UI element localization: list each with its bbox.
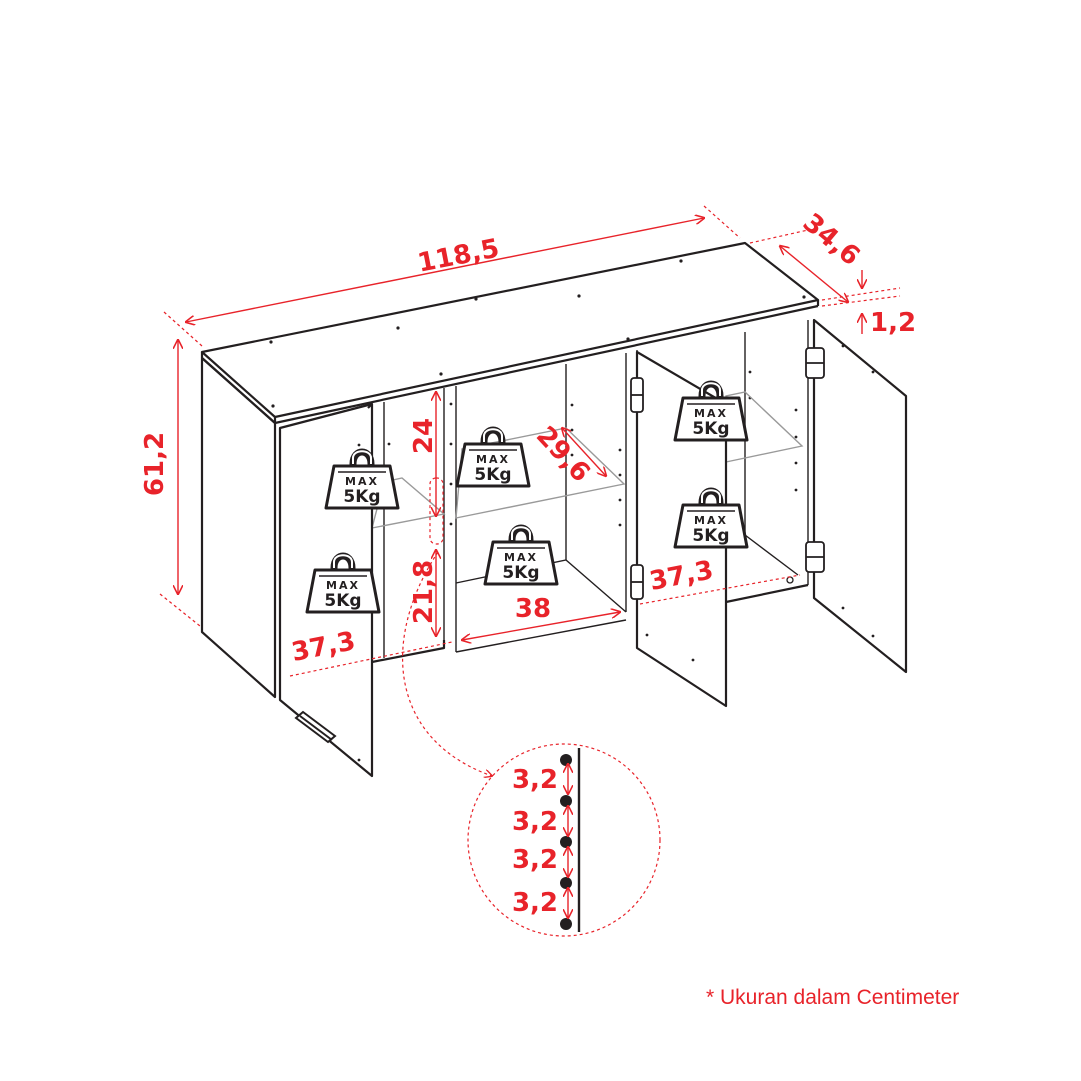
door-right xyxy=(812,318,908,674)
weight-icon: MAX 5Kg xyxy=(673,379,749,442)
units-footnote: * Ukuran dalam Centimeter xyxy=(706,986,960,1009)
svg-text:MAX: MAX xyxy=(476,453,510,466)
cabinet-body xyxy=(200,241,820,699)
cabinet-top xyxy=(200,241,820,419)
hole-spacing-label: 3,2 xyxy=(512,765,558,795)
weight-icon: MAX 5Kg xyxy=(455,425,531,488)
door-left xyxy=(278,402,374,778)
svg-text:5Kg: 5Kg xyxy=(502,563,539,583)
svg-text:5Kg: 5Kg xyxy=(324,591,361,611)
svg-text:5Kg: 5Kg xyxy=(692,526,729,546)
svg-text:MAX: MAX xyxy=(345,475,379,488)
hole-spacing-label: 3,2 xyxy=(512,845,558,875)
left-side-panel xyxy=(200,356,277,699)
width-label: 118,5 xyxy=(415,234,501,279)
depth-label: 34,6 xyxy=(797,208,865,272)
hinge-icon xyxy=(630,347,825,600)
svg-text:MAX: MAX xyxy=(504,551,538,564)
weight-icon: MAX 5Kg xyxy=(483,523,559,586)
shelf-peg-holes-detail xyxy=(467,743,661,937)
height-label: 61,2 xyxy=(140,432,170,496)
weight-icon: MAX 5Kg xyxy=(673,486,749,549)
shelf-gap-top-label: 24 xyxy=(409,418,439,454)
weight-icon: MAX 5Kg xyxy=(324,447,400,510)
weight-icon: MAX 5Kg xyxy=(305,551,381,614)
doors xyxy=(278,318,908,778)
left-width-label: 37,3 xyxy=(289,626,358,668)
svg-text:5Kg: 5Kg xyxy=(692,419,729,439)
handle-icon xyxy=(294,710,337,744)
shelf-gap-bottom-label: 21,8 xyxy=(409,560,439,624)
hole-spacing-label: 3,2 xyxy=(512,807,558,837)
svg-text:MAX: MAX xyxy=(326,579,360,592)
top-thickness-label: 1,2 xyxy=(870,308,916,338)
door-middle xyxy=(635,350,728,708)
middle-width-label: 38 xyxy=(515,594,551,624)
svg-text:5Kg: 5Kg xyxy=(474,465,511,485)
svg-text:MAX: MAX xyxy=(694,514,728,527)
right-width-label: 37,3 xyxy=(647,555,716,597)
svg-text:5Kg: 5Kg xyxy=(343,487,380,507)
hole-spacing-label: 3,2 xyxy=(512,888,558,918)
dimension-lines xyxy=(159,205,901,776)
svg-text:MAX: MAX xyxy=(694,407,728,420)
